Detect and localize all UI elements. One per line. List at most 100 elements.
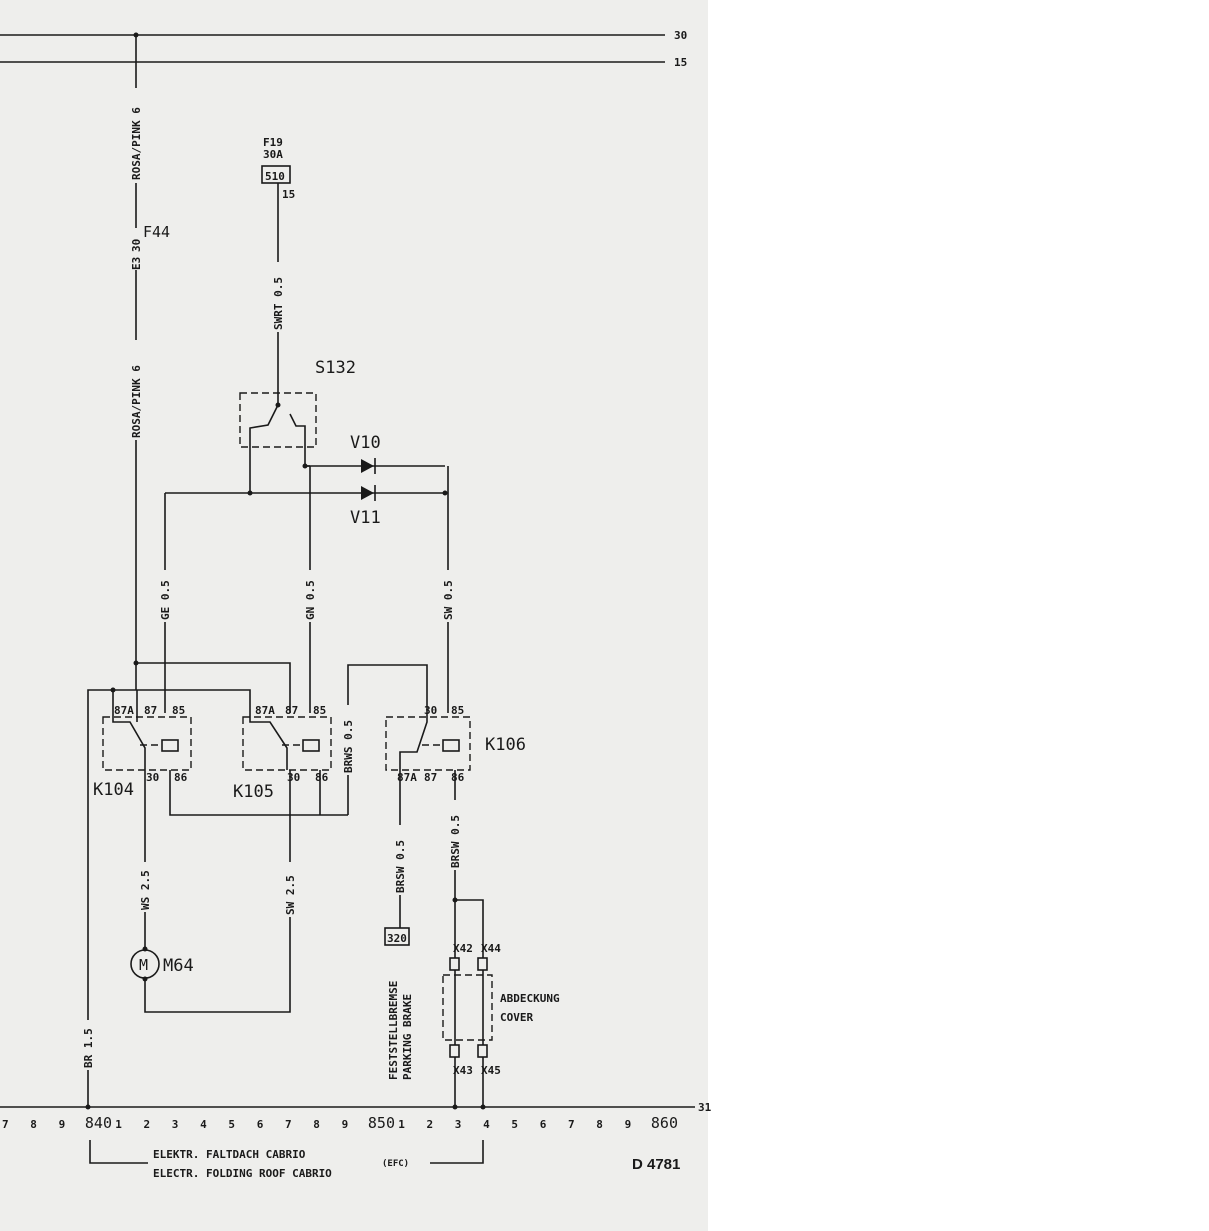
wire-label: ROSA/PINK 6	[130, 107, 143, 180]
switch-label: S132	[315, 358, 356, 378]
wire-label: BRWS 0.5	[342, 720, 355, 773]
connector-label: X45	[481, 1064, 501, 1077]
pin-label: 87	[285, 704, 298, 717]
wire-to-k105-87	[136, 662, 291, 713]
switch-housing	[239, 392, 317, 448]
diagram-id: D 4781	[632, 1156, 680, 1173]
caption-en: ELECTR. FOLDING ROOF CABRIO	[153, 1167, 332, 1180]
diodes: V10 V11	[165, 433, 448, 528]
wire	[455, 899, 484, 958]
fuse-f19-ref: 510	[265, 170, 285, 183]
pin-label: 87A	[114, 704, 134, 717]
relay-coil	[442, 739, 460, 752]
connector-label: X43	[453, 1064, 473, 1077]
scale-number: 3	[455, 1118, 462, 1131]
fuse-f44-loc: E3	[130, 257, 143, 270]
scale-number: 9	[59, 1118, 66, 1131]
scale-number: 860	[651, 1114, 678, 1132]
wire-label: ROSA/PINK 6	[130, 365, 143, 438]
pin-label: 87	[424, 771, 437, 784]
scale-number: 8	[313, 1118, 320, 1131]
cover-switch: BRSW 0.5 X42 X44 ABDECKUNG COVER X43 X45	[442, 770, 560, 1110]
pin-label: 86	[174, 771, 188, 784]
motor-label: M64	[163, 956, 194, 976]
parking-brake-ref: 320	[387, 932, 407, 945]
rail-15-label: 15	[674, 56, 687, 69]
relay-housing	[385, 716, 471, 771]
fuse-f44-rating: 30	[130, 239, 143, 252]
caption-code: (EFC)	[382, 1159, 409, 1169]
wire-label: BR 1.5	[82, 1028, 95, 1068]
relay-coil	[302, 739, 320, 752]
cover-label-de: ABDECKUNG	[500, 992, 560, 1005]
fuse-f19: F19 30A 510 15 SWRT 0.5	[261, 136, 295, 405]
fuse-f19-rating: 30A	[263, 148, 283, 161]
scale-number: 4	[483, 1118, 490, 1131]
parking-brake-label-en: PARKING BRAKE	[401, 994, 414, 1080]
label-gap	[447, 800, 463, 870]
wire-label: SW 2.5	[284, 875, 297, 915]
pin-label: 86	[451, 771, 465, 784]
scale-number: 3	[172, 1118, 179, 1131]
power-rails: 30 15 31	[0, 29, 712, 1114]
diode-v11-symbol	[361, 486, 374, 500]
wire-label: SWRT 0.5	[272, 277, 285, 330]
connector	[449, 1044, 460, 1058]
cover-label-en: COVER	[500, 1011, 533, 1024]
switch-contact-left	[249, 404, 279, 493]
junction	[133, 32, 139, 38]
relay-k105: 87A 87 85 30 86 K105	[233, 704, 332, 802]
ref-box	[384, 927, 410, 946]
pin-label: 30	[424, 704, 437, 717]
pin-label: 30	[287, 771, 300, 784]
scale-number: 5	[511, 1118, 518, 1131]
wire-label: GE 0.5	[159, 580, 172, 620]
pin-label: 87A	[397, 771, 417, 784]
pin-label: 85	[313, 704, 326, 717]
connector-label: X44	[481, 942, 501, 955]
parking-brake: BRSW 0.5 320 FESTSTELLBREMSE PARKING BRA…	[384, 770, 414, 1080]
diode-v11-label: V11	[350, 508, 381, 528]
label-gap	[440, 570, 456, 622]
switch-contact-right	[289, 413, 306, 466]
scale-number: 7	[2, 1118, 9, 1131]
scale-number: 6	[540, 1118, 547, 1131]
fuse-f19-terminal: 15	[282, 188, 295, 201]
scale-number: 1	[398, 1118, 405, 1131]
label-gap	[80, 1020, 96, 1070]
relay-contact	[112, 713, 146, 770]
scale-number: 6	[257, 1118, 264, 1131]
connector	[449, 957, 460, 971]
relay-coil	[161, 739, 179, 752]
diode-v10-label: V10	[350, 433, 381, 453]
wire-brws	[347, 664, 428, 815]
scale-number: 1	[115, 1118, 122, 1131]
scale-number: 850	[368, 1114, 395, 1132]
label-gap	[392, 825, 408, 895]
fuse-f44-label: F44	[143, 223, 170, 241]
label-gap	[128, 88, 144, 183]
wire-coil-return	[169, 770, 348, 816]
switch-s132: S132	[239, 358, 356, 493]
fuse-f19-label: F19	[263, 136, 283, 149]
parking-brake-label-de: FESTSTELLBREMSE	[387, 981, 400, 1080]
label-gap	[282, 862, 298, 917]
relay-housing	[102, 716, 192, 771]
connector-label: X42	[453, 942, 473, 955]
cover-housing	[442, 974, 493, 1041]
scale-number: 7	[285, 1118, 292, 1131]
pin-label: 85	[451, 704, 464, 717]
feed-wire: ROSA/PINK 6 E3 30 F44 ROSA/PINK 6	[128, 32, 291, 713]
wire-label: BRSW 0.5	[394, 840, 407, 893]
scale-number: 840	[85, 1114, 112, 1132]
pin-label: 87	[144, 704, 157, 717]
diode-v10-symbol	[361, 459, 374, 473]
pin-label: 85	[172, 704, 185, 717]
bracket-right	[430, 1140, 484, 1164]
junction	[442, 490, 448, 496]
connector	[477, 1044, 488, 1058]
relay-k104: 87A 87 85 30 86 K104	[93, 690, 192, 800]
scale-number: 5	[228, 1118, 235, 1131]
wire-label: WS 2.5	[139, 870, 152, 910]
